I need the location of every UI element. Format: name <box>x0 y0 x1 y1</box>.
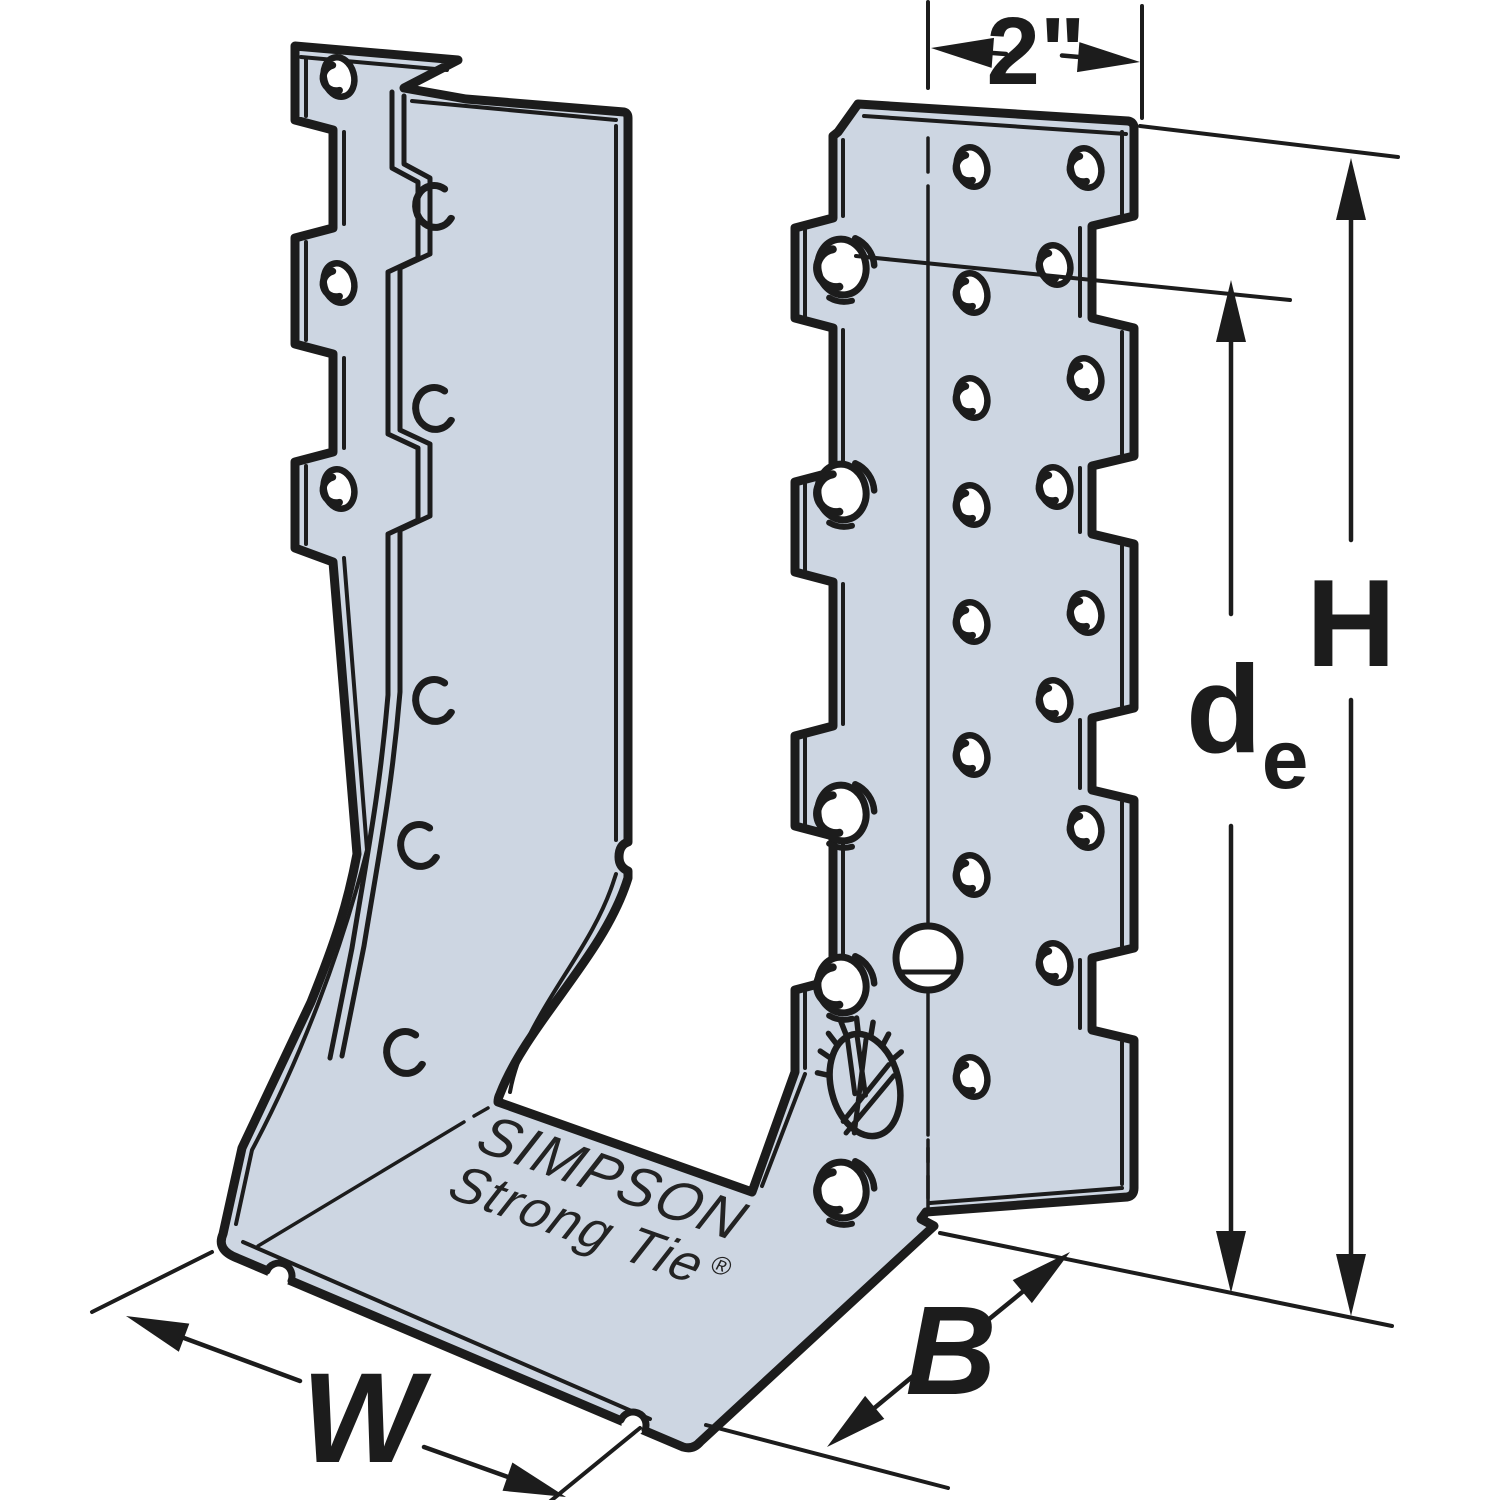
brand-stamp-text: SIMPSON Strong Tie® <box>439 1104 757 1296</box>
hanger-silhouette <box>216 41 1139 1453</box>
left-bend-lines <box>327 89 433 1061</box>
extension-line-bottom <box>938 1231 1394 1328</box>
label-B: B <box>906 1280 997 1421</box>
dimension-W: W <box>90 1250 642 1500</box>
seat-crease-line <box>256 1106 490 1248</box>
dimension-annotations: 2" H de B <box>90 0 1400 1500</box>
extension-line-top <box>1138 124 1400 159</box>
label-H: H <box>1306 555 1396 693</box>
arrow-upleft-icon <box>120 1301 190 1352</box>
arrow-down-icon <box>1336 1254 1366 1316</box>
hanger-body: SIMPSON Strong Tie® <box>216 41 1139 1453</box>
arrow-left-icon <box>929 33 994 68</box>
bolt-hole <box>892 922 964 994</box>
arrow-downright-icon <box>502 1462 571 1500</box>
dimension-2in: 2" <box>926 0 1144 120</box>
arrow-up-icon <box>1216 280 1246 342</box>
dimension-B: B <box>704 1240 1080 1490</box>
edge-thickness-lines <box>234 55 1128 1436</box>
arrow-down-icon <box>1216 1231 1246 1293</box>
extension-line-bottom <box>704 1423 950 1490</box>
label-2in: 2" <box>987 0 1086 105</box>
seat-edge-notches <box>263 1259 650 1437</box>
arrow-up-icon <box>1336 158 1366 220</box>
label-de-subscript: e <box>1262 712 1309 806</box>
extension-line-top <box>854 254 1292 302</box>
dimension-de: de <box>854 254 1308 1293</box>
label-de: de <box>1186 641 1308 806</box>
arrow-right-icon <box>1077 42 1142 77</box>
no-equal-stamp-icon <box>814 1015 905 1140</box>
extension-lines <box>926 0 1144 120</box>
label-W: W <box>302 1347 432 1490</box>
dimension-H: H <box>938 124 1400 1328</box>
